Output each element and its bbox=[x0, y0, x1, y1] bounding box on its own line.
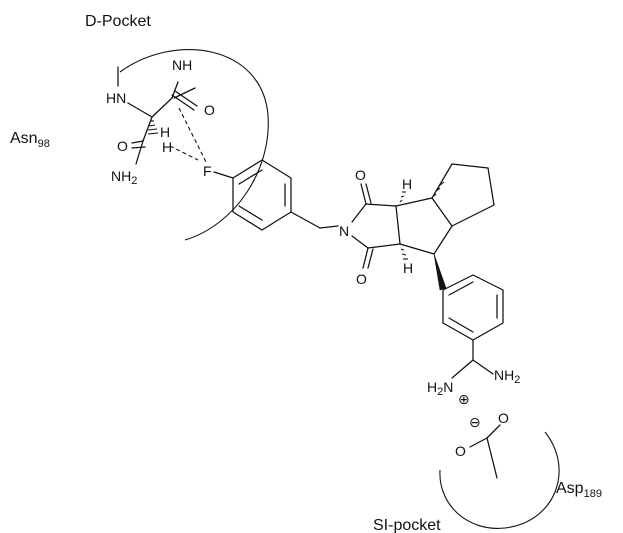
asn-label: Asn98 bbox=[10, 130, 50, 150]
s1-pocket-label: SI-pocket bbox=[373, 517, 441, 533]
atom-nh2: NH2 bbox=[111, 168, 137, 187]
atom-imide-o-top: O bbox=[355, 167, 366, 183]
asn-backbone bbox=[117, 66, 198, 165]
asp-label: Asp189 bbox=[556, 480, 602, 500]
plus-charge-icon: ⊕ bbox=[458, 391, 470, 407]
asp-number-text: 189 bbox=[584, 488, 602, 500]
atom-h-ring-top: H bbox=[402, 176, 412, 192]
asp-carboxylate bbox=[469, 424, 501, 479]
minus-charge-icon: ⊖ bbox=[469, 414, 481, 430]
atom-h2n: H2N bbox=[427, 379, 453, 398]
atom-carboxylate-o-left: O bbox=[455, 443, 466, 459]
asp-residue-text: Asp bbox=[556, 480, 584, 497]
atom-fluorine: F bbox=[203, 163, 212, 179]
atom-o-left: O bbox=[117, 138, 128, 154]
atom-hn: HN bbox=[106, 90, 126, 106]
atom-h-alpha: H bbox=[160, 124, 170, 140]
asn-number-text: 98 bbox=[38, 138, 50, 150]
atom-nh2-amidine: NH2 bbox=[494, 367, 520, 386]
asn-residue-text: Asn bbox=[10, 130, 38, 147]
atom-h-ring-bottom: H bbox=[403, 260, 413, 276]
tricyclic-core bbox=[351, 163, 495, 291]
atom-carboxylate-o-right: O bbox=[498, 410, 509, 426]
hbond-h-f bbox=[169, 145, 199, 161]
s1-pocket-arc bbox=[439, 431, 560, 529]
atom-h-bond: H bbox=[162, 139, 172, 155]
atom-nh-top: NH bbox=[172, 57, 192, 73]
d-pocket-arc bbox=[119, 49, 269, 241]
fluorophenyl-ring bbox=[213, 159, 339, 231]
atom-imide-o-bottom: O bbox=[356, 271, 367, 287]
atom-o-top: O bbox=[204, 102, 215, 118]
d-pocket-label: D-Pocket bbox=[85, 13, 151, 30]
atom-imide-n: N bbox=[339, 223, 349, 239]
hbond-o-f bbox=[178, 107, 207, 163]
benzamidine-ring bbox=[442, 274, 504, 379]
